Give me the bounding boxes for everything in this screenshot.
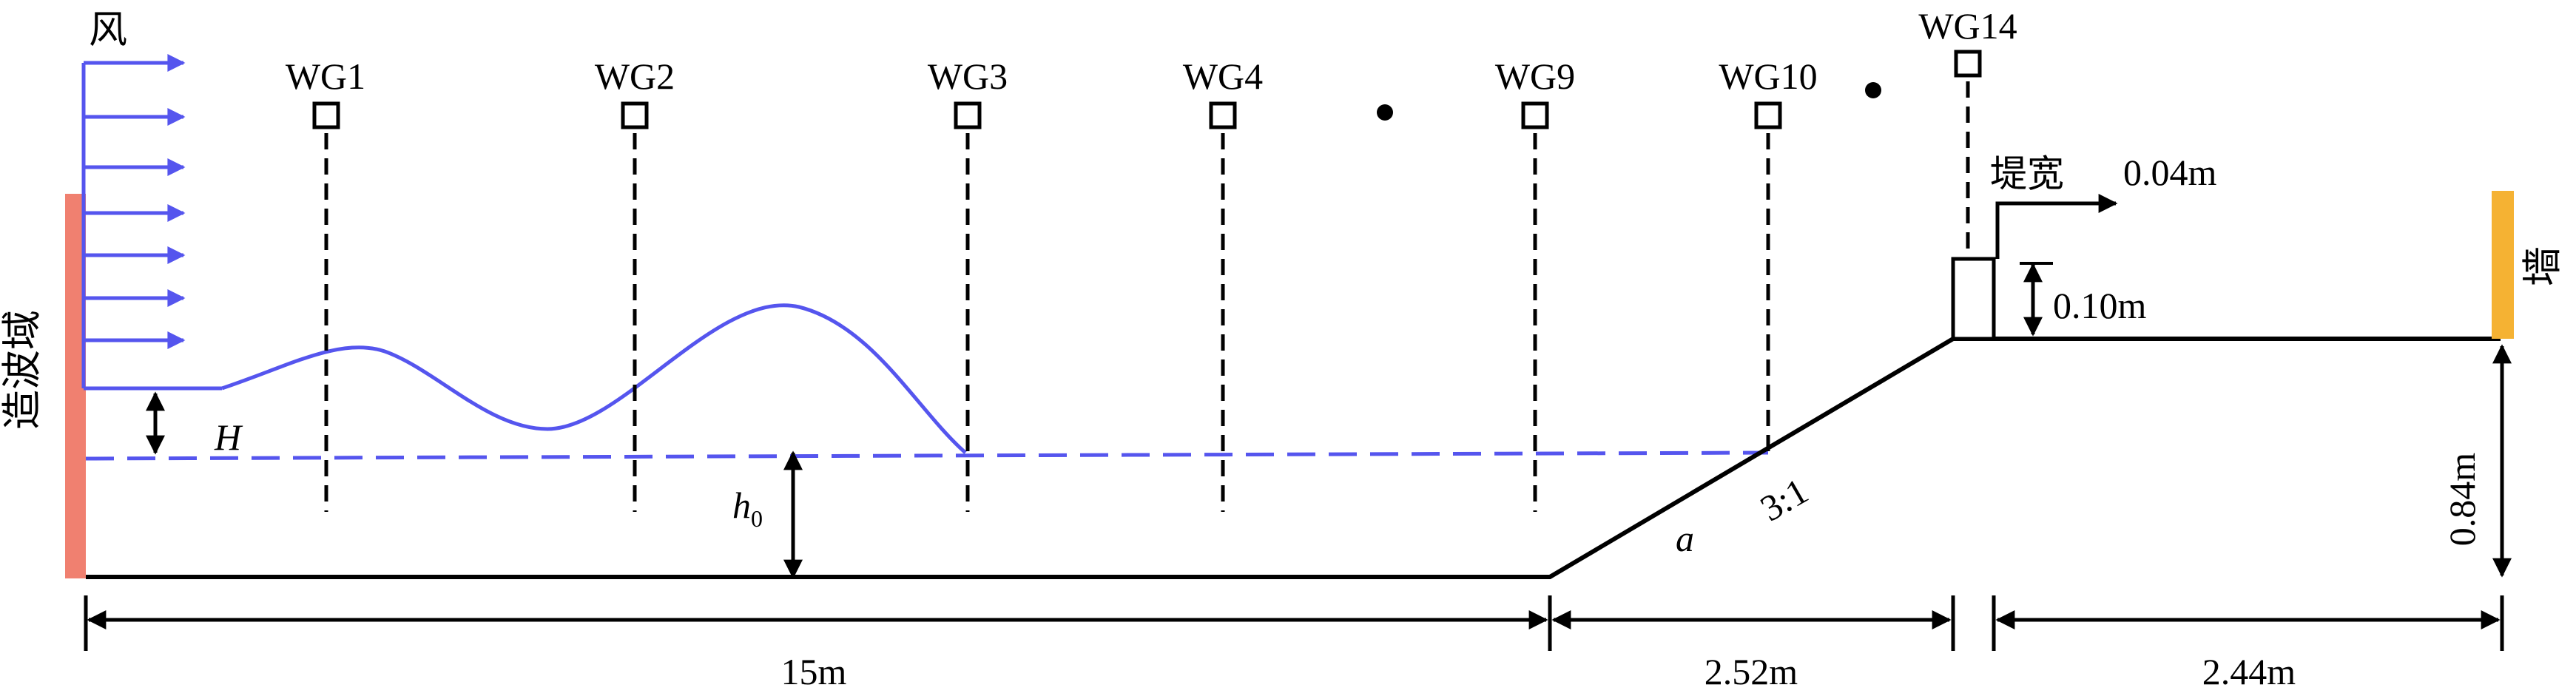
berm-block bbox=[1951, 257, 1996, 341]
water-depth-symbol: h0 bbox=[732, 484, 763, 532]
wave-gauge: WG1 bbox=[286, 55, 365, 512]
wave-gauge-label: WG10 bbox=[1719, 55, 1817, 97]
wave-gauge-label: WG2 bbox=[595, 55, 675, 97]
wave-profile bbox=[221, 303, 967, 454]
ellipsis-dot bbox=[1865, 82, 1881, 98]
flat-length-label: 15m bbox=[781, 651, 847, 692]
slope-ratio-label: 3:1 bbox=[1753, 470, 1815, 529]
wavemaker-label: 造波域 bbox=[0, 310, 44, 430]
gauge-box bbox=[954, 101, 982, 129]
crest-length-label: 2.44m bbox=[2202, 651, 2296, 692]
wave-gauge: WG10 bbox=[1719, 55, 1818, 453]
wave-gauge-group: WG1 WG2 WG3 WG4 WG9 WG10 bbox=[286, 5, 2017, 512]
wind-profile bbox=[81, 54, 222, 391]
wall bbox=[2492, 191, 2514, 339]
wave-gauge-label: WG4 bbox=[1183, 55, 1263, 97]
wave-gauge: WG9 bbox=[1495, 55, 1575, 512]
wave-gauge: WG2 bbox=[595, 55, 675, 512]
gauge-box bbox=[1521, 101, 1549, 129]
wind-label: 风 bbox=[89, 10, 127, 52]
slope-length-label: 2.52m bbox=[1705, 651, 1798, 692]
ellipsis-dot bbox=[1377, 104, 1393, 121]
berm-width-arrow bbox=[1995, 194, 2118, 259]
dimension-lines bbox=[84, 595, 2504, 651]
still-water-level bbox=[85, 450, 1769, 461]
wave-gauge: WG3 bbox=[928, 55, 1008, 512]
wave-gauge: WG4 bbox=[1183, 55, 1263, 512]
gauge-box bbox=[1754, 101, 1782, 129]
gauge-box bbox=[312, 101, 340, 129]
flume-bed bbox=[86, 337, 2501, 579]
crest-height-label: 0.84m bbox=[2441, 453, 2483, 547]
wave-height-symbol: H bbox=[214, 416, 243, 458]
berm-width-label: 0.04m bbox=[2123, 152, 2217, 193]
wave-gauge-label: WG9 bbox=[1495, 55, 1575, 97]
slope-angle-symbol: a bbox=[1676, 518, 1694, 559]
gauge-box bbox=[1954, 50, 1982, 78]
berm-height-label: 0.10m bbox=[2053, 285, 2147, 326]
wave-gauge-label: WG14 bbox=[1918, 5, 2017, 47]
wave-gauge: WG14 bbox=[1918, 5, 2017, 259]
gauge-box bbox=[621, 101, 649, 129]
wave-gauge-label: WG1 bbox=[286, 55, 365, 97]
berm-label: 堤宽 bbox=[1990, 153, 2064, 195]
gauge-box bbox=[1209, 101, 1237, 129]
wave-gauge-label: WG3 bbox=[928, 55, 1008, 97]
wall-label: 墙 bbox=[2521, 246, 2565, 286]
